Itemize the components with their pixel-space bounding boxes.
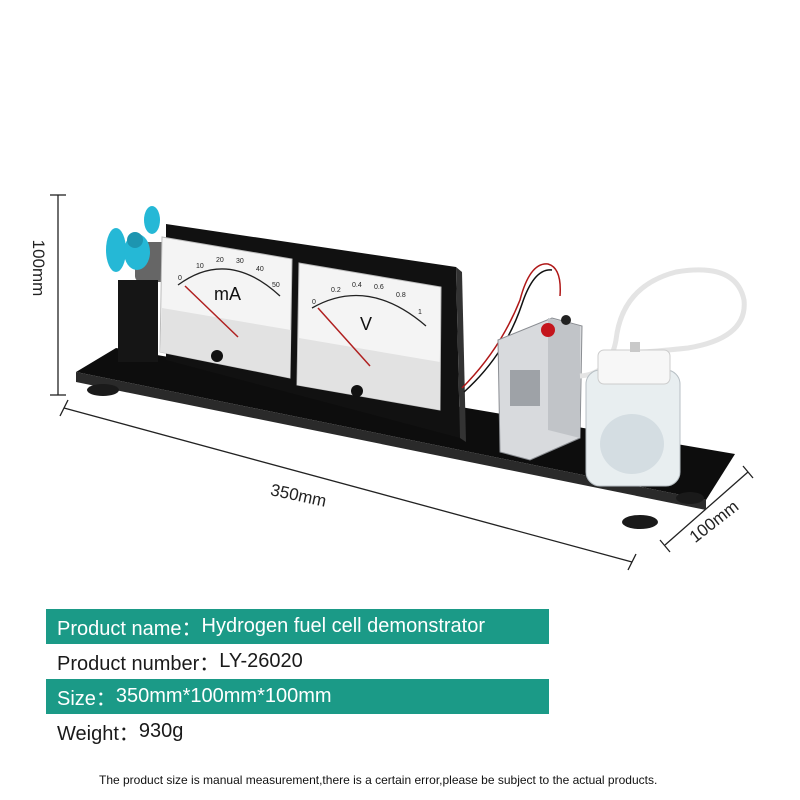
weight-label: Weight： (57, 723, 139, 745)
gas-tube (579, 267, 747, 379)
black-wire (463, 269, 553, 393)
disclaimer-text: The product size is manual measurement,t… (99, 773, 658, 787)
product-number-value: LY-26020 (219, 650, 303, 672)
product-name-label: Product name： (57, 618, 202, 640)
size-value: 350mm*100mm*100mm (115, 685, 332, 707)
water-jar (585, 342, 681, 487)
milliammeter-unit: mA (214, 284, 241, 304)
size-label: Size： (57, 688, 116, 710)
ma-tick-label: 20 (216, 257, 224, 264)
height-dimension-label: 100mm (29, 239, 48, 297)
voltmeter-unit: V (360, 314, 372, 334)
v-tick-label: 0.2 (331, 287, 341, 294)
voltmeter (296, 262, 442, 411)
milliammeter (159, 236, 293, 379)
ma-tick-label: 30 (236, 258, 244, 265)
depth-dimension-arrow (659, 465, 754, 553)
v-tick-label: 0.4 (352, 282, 362, 289)
v-tick-label: 0 (312, 299, 316, 306)
height-dimension-arrow (50, 194, 66, 396)
ma-tick-label: 0 (178, 275, 182, 282)
fan-blade-icon (106, 206, 160, 272)
v-tick-label: 0.8 (396, 292, 406, 299)
size-row: Size： 350mm*100mm*100mm (46, 679, 549, 714)
fan-assembly (106, 206, 169, 362)
product-number-row: Product number： LY-26020 (46, 644, 549, 679)
product-name-row: Product name： Hydrogen fuel cell demonst… (46, 609, 549, 644)
product-name-value: Hydrogen fuel cell demonstrator (201, 615, 485, 637)
product-number-label: Product number： (57, 653, 220, 675)
weight-row: Weight： 930g (46, 714, 549, 749)
acrylic-base-plate (76, 348, 735, 529)
weight-value: 930g (138, 720, 184, 742)
red-wire (461, 263, 561, 389)
v-tick-label: 1 (418, 309, 422, 316)
v-tick-label: 0.6 (374, 284, 384, 291)
ma-tick-label: 50 (272, 282, 280, 289)
length-dimension-arrow (59, 399, 637, 571)
ma-tick-label: 40 (256, 266, 264, 273)
fuel-cell (497, 315, 583, 461)
ma-tick-label: 10 (196, 263, 204, 270)
